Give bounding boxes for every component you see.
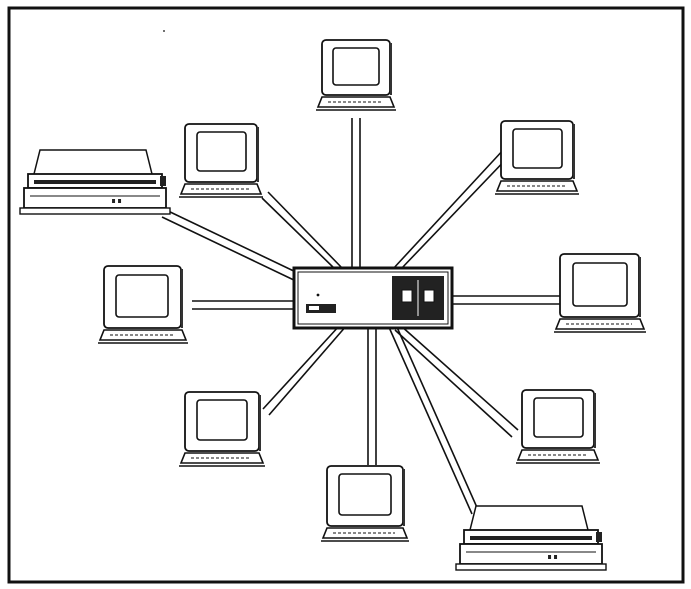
printer-button: [548, 555, 551, 559]
printer-bottom-right: [456, 506, 606, 570]
printer-knob: [160, 176, 166, 186]
monitor-screen: [197, 400, 247, 440]
central-hub: [294, 268, 452, 328]
hub-port-1: [402, 290, 412, 302]
printer-body: [460, 544, 602, 564]
monitor-screen: [573, 263, 627, 306]
printer-knob: [596, 532, 602, 542]
terminal-bottom: [321, 466, 409, 541]
printer-button: [554, 555, 557, 559]
monitor-screen: [116, 275, 168, 317]
monitor-screen: [333, 48, 379, 85]
monitor-screen: [339, 474, 391, 515]
terminal-left: [98, 266, 188, 343]
hub-port-2: [424, 290, 434, 302]
printer-base: [456, 564, 606, 570]
printer-button: [118, 199, 121, 203]
terminal-bottom-left: [179, 392, 265, 466]
printer-paper: [34, 150, 152, 174]
printer-platen: [34, 180, 156, 184]
monitor-screen: [513, 129, 562, 168]
terminal-top-right: [495, 121, 579, 194]
terminal-top-left: [179, 124, 263, 197]
hub-indicator-dot: [317, 294, 320, 297]
keyboard-base: [556, 319, 644, 329]
printer-body: [24, 188, 166, 208]
speck-mark: [163, 30, 165, 32]
hub-display-light: [309, 306, 319, 310]
printer-left: [20, 150, 170, 214]
monitor-screen: [197, 132, 246, 171]
terminal-top: [316, 40, 396, 110]
printer-paper: [470, 506, 588, 530]
printer-button: [112, 199, 115, 203]
terminal-bottom-right: [516, 390, 600, 463]
terminal-right: [554, 254, 646, 332]
printer-base: [20, 208, 170, 214]
monitor-screen: [534, 398, 583, 437]
printer-platen: [470, 536, 592, 540]
